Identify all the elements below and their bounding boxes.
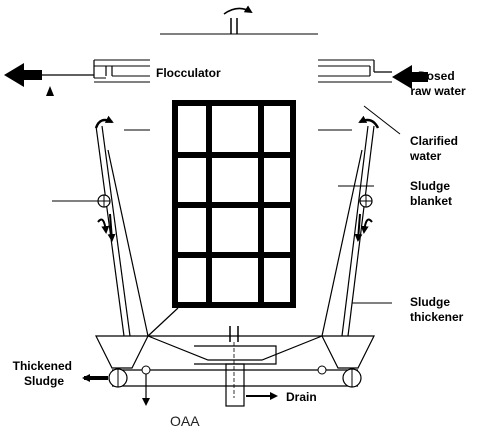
tank-walls: [95, 125, 375, 337]
label-drain: Drain: [286, 390, 317, 404]
label-sludge-blanket: Sludge blanket: [410, 179, 453, 208]
inflow-arrow-icon: [392, 65, 428, 89]
sludge-pipe: [108, 365, 362, 406]
left-valve-icon: [52, 194, 116, 242]
label-caption: OAA: [170, 413, 200, 429]
sludge-hoppers: [95, 335, 375, 407]
central-shaft: [229, 326, 239, 398]
label-clarified-water: Clarified water: [409, 134, 461, 163]
label-flocculator: Flocculator: [156, 66, 221, 80]
right-overflow-arrow-icon: [358, 115, 380, 129]
left-overflow-arrow-icon: [94, 115, 114, 129]
inlet-pipe: [318, 59, 392, 83]
right-valve-icon: [338, 185, 374, 242]
label-dosed-raw-water: Dosed raw water: [410, 69, 466, 98]
flocculator-grid: [172, 100, 296, 308]
label-thickened-sludge: Thickened Sludge: [13, 359, 76, 388]
outflow-arrow-icon: [4, 63, 42, 87]
outlet-pipe: [40, 59, 150, 83]
label-sludge-thickener: Sludge thickener: [410, 295, 464, 324]
water-level-icon: [46, 86, 54, 96]
rotation-arrow-icon: [223, 5, 253, 34]
